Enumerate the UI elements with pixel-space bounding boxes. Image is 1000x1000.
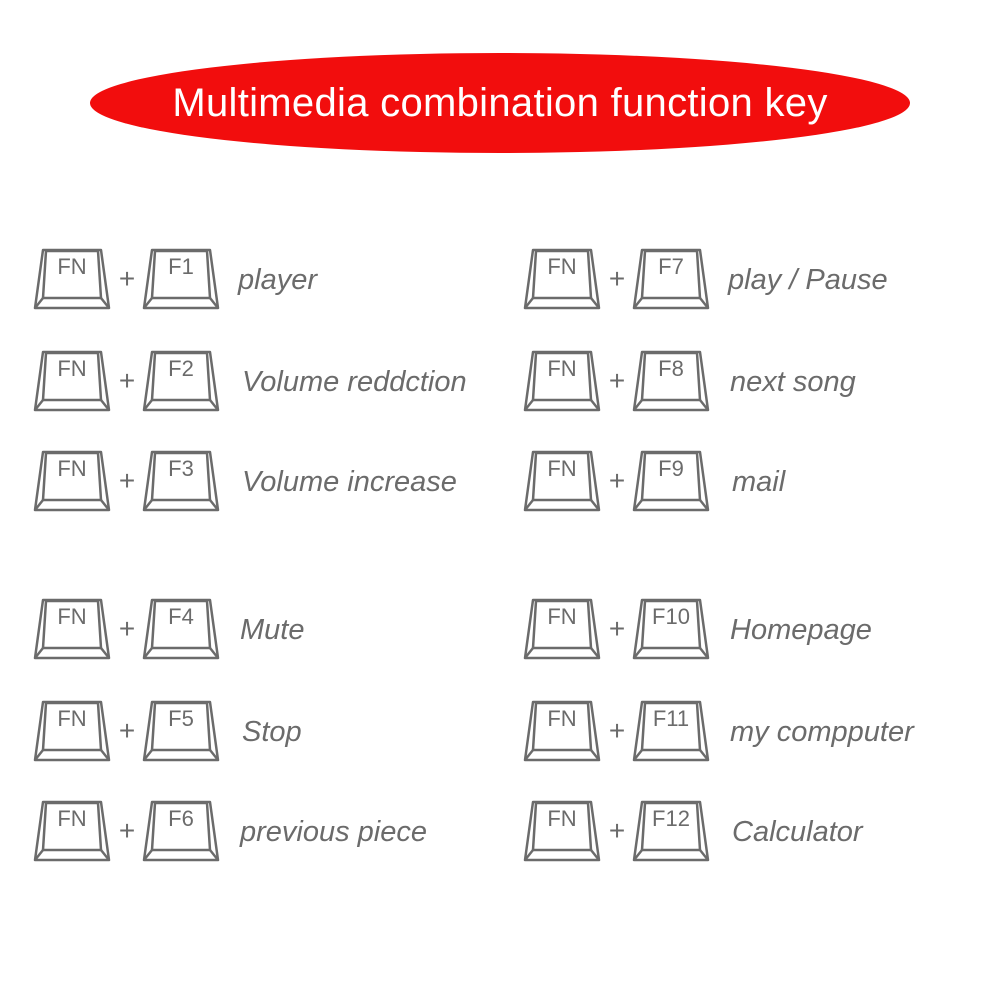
fn-key-label: FN: [57, 806, 87, 831]
plus-sign: +: [608, 365, 626, 396]
function-description: Volume reddction: [242, 366, 467, 398]
plus-sign: +: [118, 715, 136, 746]
fn-key: FN: [33, 800, 111, 862]
function-key: F7: [632, 248, 710, 310]
fn-key-label: FN: [547, 356, 577, 381]
plus-sign: +: [608, 613, 626, 644]
combo-f5: FN + F5 Stop: [0, 700, 480, 762]
function-key-label: F5: [168, 706, 194, 731]
fn-key: FN: [523, 800, 601, 862]
combo-f6: FN + F6 previous piece: [0, 800, 480, 862]
fn-key-label: FN: [547, 806, 577, 831]
function-description: previous piece: [240, 816, 427, 848]
function-key-label: F11: [652, 706, 690, 731]
title-banner: Multimedia combination function key: [90, 53, 910, 153]
plus-sign: +: [608, 465, 626, 496]
function-key: F11: [632, 700, 710, 762]
function-key-label: F4: [168, 604, 194, 629]
plus-sign: +: [118, 815, 136, 846]
fn-key-label: FN: [57, 706, 87, 731]
combo-f12: FN + F12 Calculator: [490, 800, 970, 862]
function-key: F5: [142, 700, 220, 762]
fn-key: FN: [523, 450, 601, 512]
function-key-label: F2: [168, 356, 194, 381]
fn-key: FN: [33, 350, 111, 412]
function-key-label: F8: [658, 356, 684, 381]
function-key: F10: [632, 598, 710, 660]
combo-f11: FN + F11 my compputer: [490, 700, 970, 762]
function-key-label: F3: [168, 456, 194, 481]
function-description: Stop: [242, 716, 302, 748]
fn-key: FN: [523, 598, 601, 660]
function-key: F2: [142, 350, 220, 412]
function-description: next song: [730, 366, 856, 398]
fn-key: FN: [33, 248, 111, 310]
function-key: F12: [632, 800, 710, 862]
function-key: F3: [142, 450, 220, 512]
function-key-label: F7: [658, 254, 684, 279]
combo-f8: FN + F8 next song: [490, 350, 970, 412]
combo-f10: FN + F10 Homepage: [490, 598, 970, 660]
plus-sign: +: [118, 613, 136, 644]
fn-key-label: FN: [57, 254, 87, 279]
fn-key: FN: [523, 350, 601, 412]
function-key-label: F1: [168, 254, 194, 279]
plus-sign: +: [118, 465, 136, 496]
fn-key: FN: [33, 598, 111, 660]
function-description: Volume increase: [242, 466, 457, 498]
function-key-label: F10: [652, 604, 690, 629]
function-key: F1: [142, 248, 220, 310]
function-key-label: F6: [168, 806, 194, 831]
fn-key: FN: [523, 700, 601, 762]
function-description: Mute: [240, 614, 305, 646]
function-description: player: [238, 264, 317, 296]
function-description: Calculator: [732, 816, 863, 848]
combo-f1: FN + F1 player: [0, 248, 480, 310]
function-key-label: F9: [658, 456, 684, 481]
function-key: F6: [142, 800, 220, 862]
combo-f3: FN + F3 Volume increase: [0, 450, 480, 512]
combo-f7: FN + F7 play / Pause: [490, 248, 970, 310]
plus-sign: +: [608, 263, 626, 294]
fn-key: FN: [33, 700, 111, 762]
page-title: Multimedia combination function key: [172, 80, 828, 125]
function-key: F8: [632, 350, 710, 412]
fn-key-label: FN: [57, 604, 87, 629]
plus-sign: +: [608, 715, 626, 746]
function-description: Homepage: [730, 614, 872, 646]
plus-sign: +: [118, 365, 136, 396]
function-description: my compputer: [730, 716, 914, 748]
fn-key-label: FN: [547, 456, 577, 481]
function-description: play / Pause: [728, 264, 888, 296]
fn-key: FN: [523, 248, 601, 310]
fn-key-label: FN: [57, 356, 87, 381]
fn-key-label: FN: [547, 254, 577, 279]
plus-sign: +: [118, 263, 136, 294]
fn-key-label: FN: [57, 456, 87, 481]
function-key: F4: [142, 598, 220, 660]
function-description: mail: [732, 466, 786, 498]
fn-key: FN: [33, 450, 111, 512]
fn-key-label: FN: [547, 706, 577, 731]
combo-f9: FN + F9 mail: [490, 450, 970, 512]
plus-sign: +: [608, 815, 626, 846]
fn-key-label: FN: [547, 604, 577, 629]
combo-f2: FN + F2 Volume reddction: [0, 350, 480, 412]
combo-f4: FN + F4 Mute: [0, 598, 480, 660]
function-key-label: F12: [652, 806, 690, 831]
function-key: F9: [632, 450, 710, 512]
